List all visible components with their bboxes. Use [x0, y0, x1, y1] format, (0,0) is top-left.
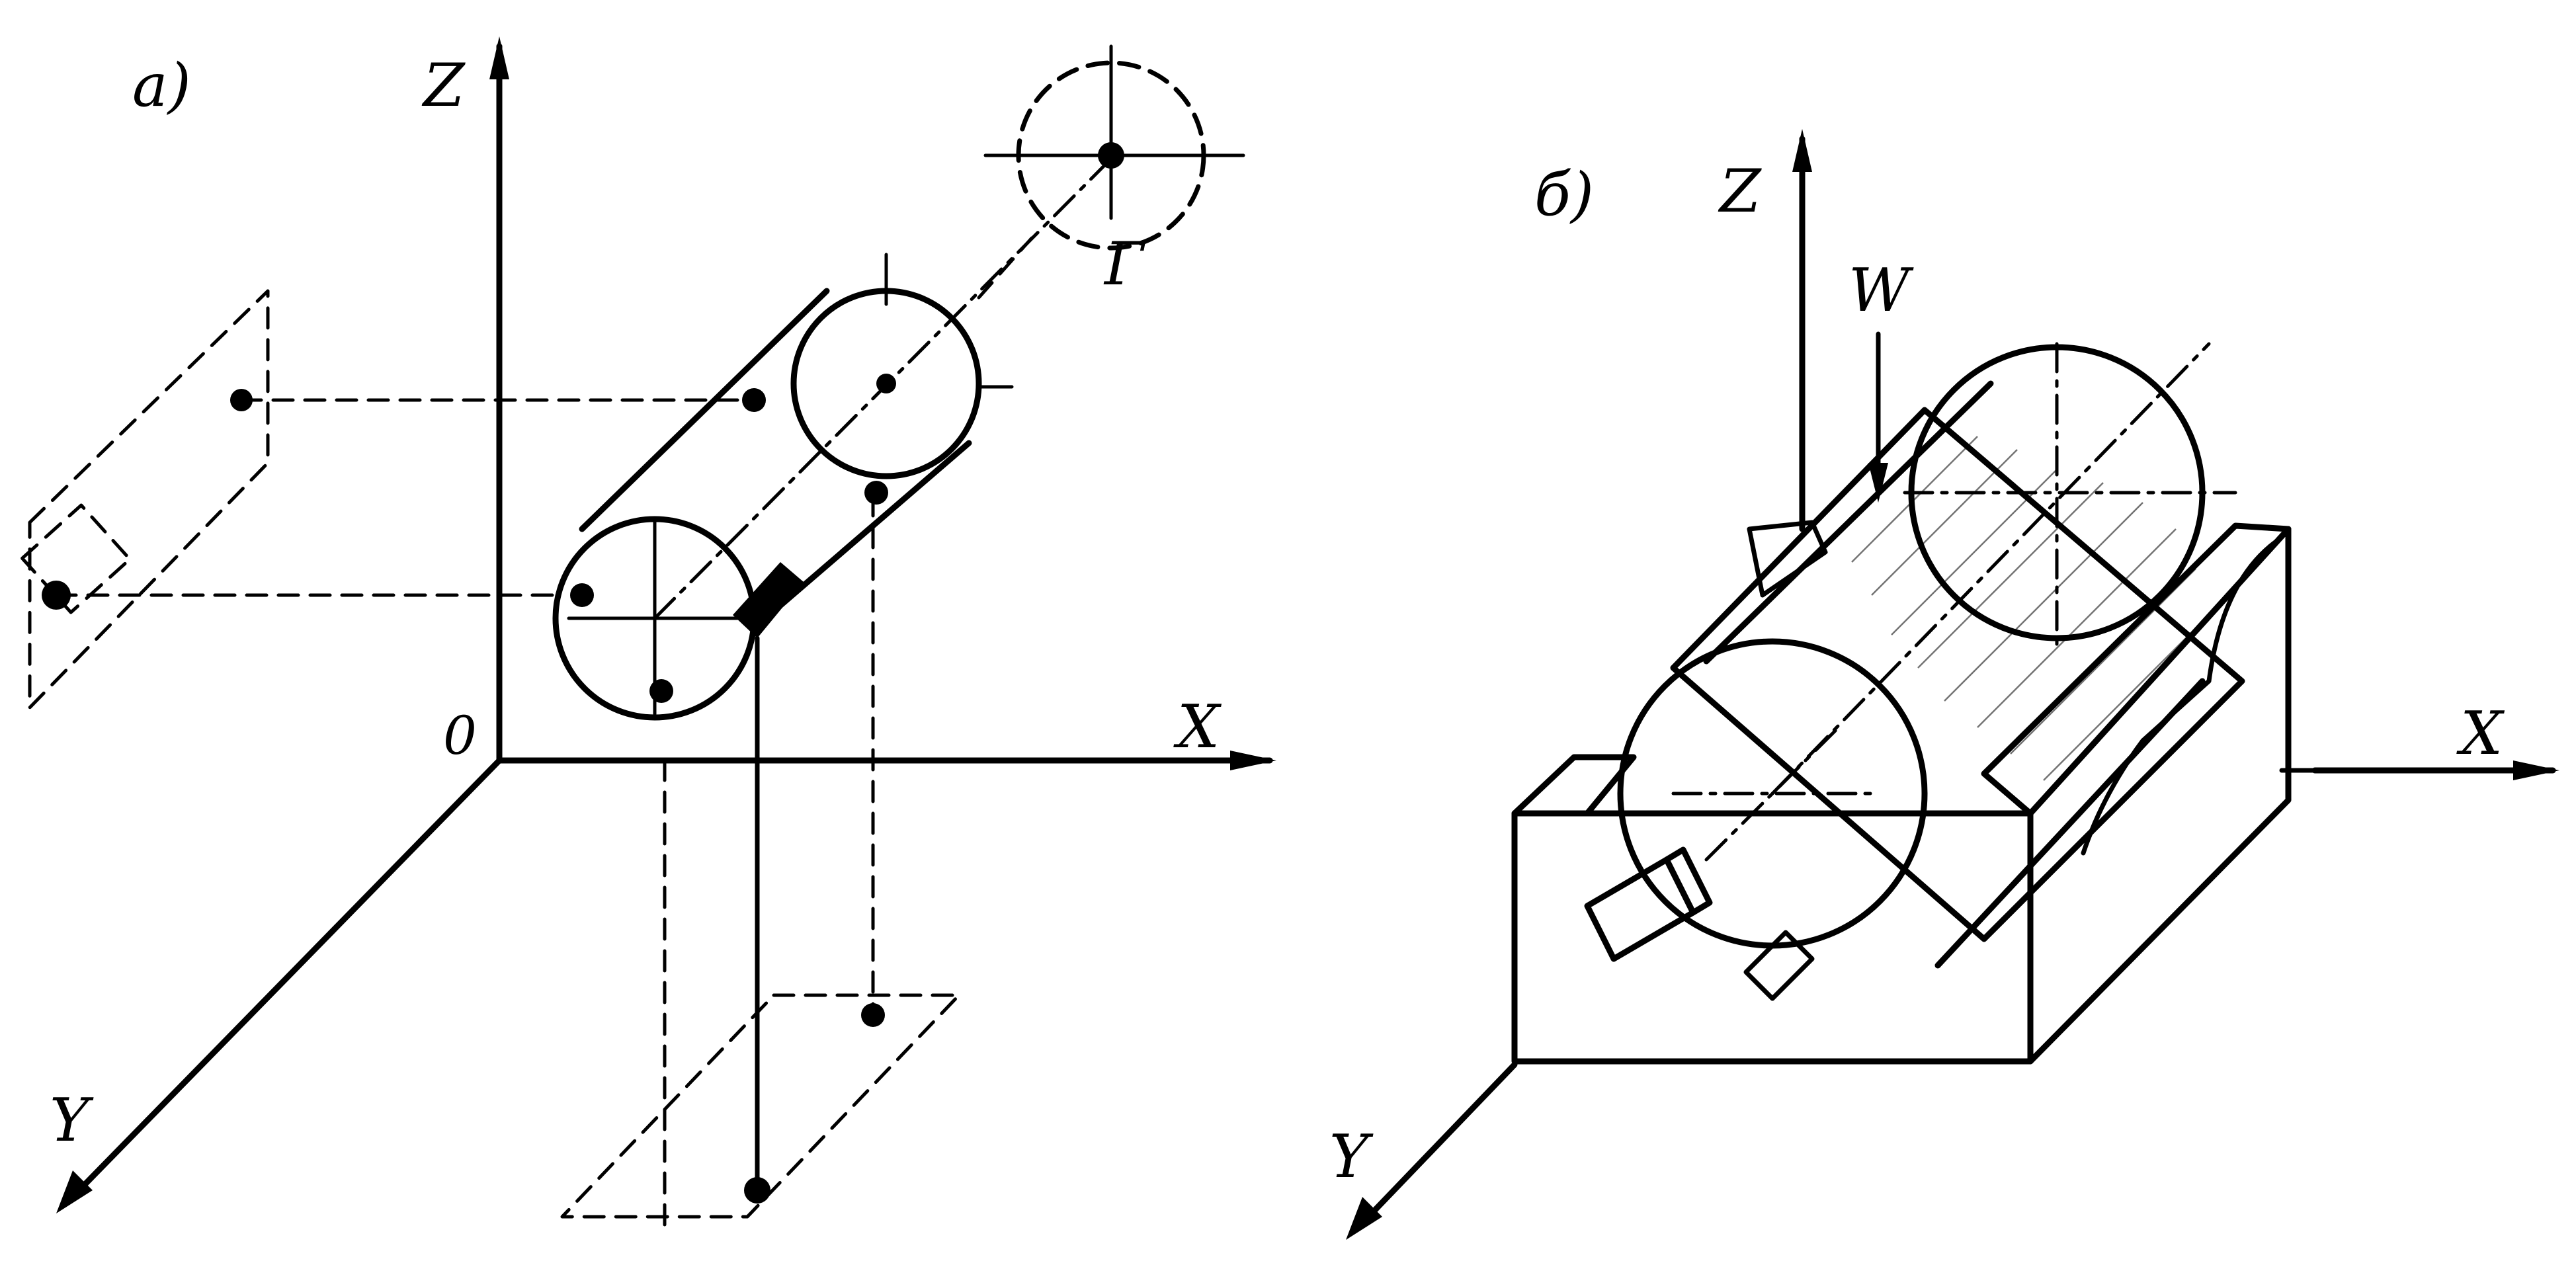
- panel-b-x-label: X: [2456, 699, 2505, 768]
- panel-b-y-axis: [1352, 1061, 1518, 1233]
- vblock-top-left-ledge: [1511, 754, 1637, 817]
- panel-a-locator-circle: Г: [977, 44, 1245, 300]
- locator-point-3: [742, 388, 766, 412]
- bottom-locator-block: [1743, 930, 1815, 1001]
- panel-b-vblock: [1511, 522, 2317, 1065]
- vblock-front-face: [1511, 810, 2034, 1065]
- top-locator-block: [1747, 520, 1828, 598]
- panel-a-yz-plane: [21, 289, 270, 710]
- panel-b-x-arrow: [2513, 760, 2559, 780]
- panel-a-z-arrow: [489, 36, 509, 79]
- locator-circle-center: [1098, 142, 1124, 169]
- panel-a-y-axis: [63, 757, 503, 1207]
- panel-a-label: a): [132, 51, 191, 120]
- locator-point-2: [649, 679, 673, 703]
- panel-a-x-label: X: [1173, 692, 1222, 762]
- panel-b-workpiece: [1584, 342, 2245, 1001]
- workpiece-bottom-edge: [1934, 678, 2206, 969]
- workpiece-shading: [1851, 436, 2210, 781]
- panel-b-z-label: Z: [1718, 157, 1762, 226]
- vblock-groove-curve: [2081, 540, 2278, 856]
- force-arrow-head: [1868, 463, 1888, 503]
- panel-a-xy-plane: [560, 993, 961, 1219]
- panel-a-axes: Z X Y 0: [50, 36, 1276, 1213]
- panel-a-y-arrow: [56, 1170, 93, 1213]
- panel-a-x-arrow: [1230, 751, 1276, 770]
- panel-b-force: W: [1849, 256, 1914, 503]
- workpiece-top-edge: [1703, 380, 1994, 665]
- panel-a-origin-label: 0: [443, 705, 477, 766]
- back-face-center: [876, 374, 896, 393]
- side-pin-head: [1663, 846, 1713, 916]
- panel-a-y-label: Y: [50, 1086, 94, 1155]
- xy-plane-point-1: [861, 1003, 885, 1027]
- locator-circle-link: [977, 236, 1034, 300]
- locator-point-4: [864, 481, 888, 505]
- yz-plane-outline: [28, 289, 270, 710]
- panel-b-y-arrow: [1346, 1197, 1382, 1240]
- panel-b-axes: Z X Y: [1329, 129, 2559, 1240]
- workpiece-body: [1670, 407, 2245, 942]
- locator-point-5: [733, 562, 804, 638]
- panel-b-y-label: Y: [1329, 1122, 1374, 1192]
- xy-plane-outline: [560, 993, 961, 1219]
- panel-a-z-label: Z: [421, 51, 466, 120]
- cylinder-top-edge: [579, 288, 830, 532]
- panel-a-locator-label: Г: [1103, 229, 1146, 299]
- vblock-top-right-ledge: [1981, 522, 2292, 817]
- panel-a-cylinder: [552, 150, 1120, 721]
- panel-b: б) Z X Y W: [1329, 129, 2559, 1240]
- workpiece-axis-line: [1770, 342, 2211, 796]
- panel-b-label: б): [1534, 160, 1594, 229]
- panel-b-z-arrow: [1792, 129, 1812, 172]
- xy-plane-point-2: [744, 1177, 770, 1204]
- locator-point-1: [570, 583, 594, 607]
- panel-a: a) Z X Y 0: [21, 36, 1276, 1232]
- panel-b-force-label: W: [1849, 256, 1914, 325]
